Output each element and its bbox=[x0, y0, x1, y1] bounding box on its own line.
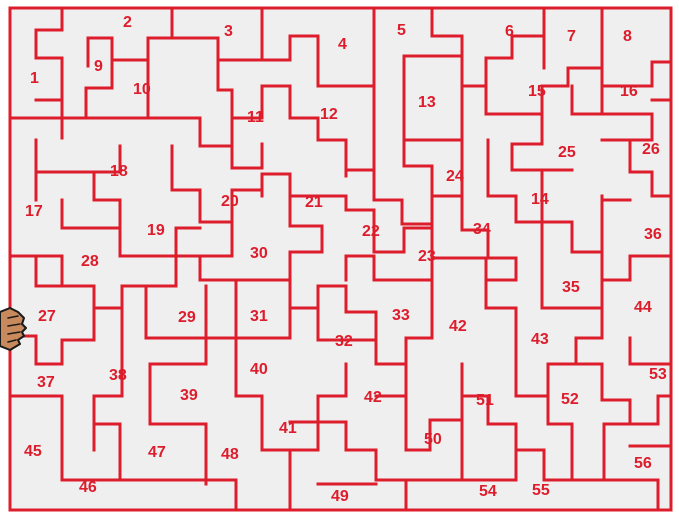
region-label-15[interactable]: 15 bbox=[528, 83, 546, 100]
region-label-23[interactable]: 23 bbox=[418, 248, 436, 265]
pointing-hand-icon bbox=[0, 306, 30, 352]
region-label-39[interactable]: 39 bbox=[180, 387, 198, 404]
region-label-2[interactable]: 2 bbox=[123, 14, 132, 31]
region-label-54[interactable]: 54 bbox=[479, 483, 497, 500]
region-label-29[interactable]: 29 bbox=[178, 309, 196, 326]
region-label-13[interactable]: 13 bbox=[418, 94, 436, 111]
region-label-9[interactable]: 9 bbox=[94, 58, 103, 75]
region-label-52[interactable]: 52 bbox=[561, 391, 579, 408]
region-label-24[interactable]: 24 bbox=[446, 168, 464, 185]
region-label-47[interactable]: 47 bbox=[148, 444, 166, 461]
region-label-31[interactable]: 31 bbox=[250, 308, 268, 325]
region-label-51[interactable]: 51 bbox=[476, 392, 494, 409]
region-label-22[interactable]: 22 bbox=[362, 223, 380, 240]
region-label-1[interactable]: 1 bbox=[30, 70, 39, 87]
region-label-42-upper[interactable]: 42 bbox=[449, 318, 467, 335]
region-label-34[interactable]: 34 bbox=[473, 221, 491, 238]
region-label-6[interactable]: 6 bbox=[505, 23, 514, 40]
region-label-18[interactable]: 18 bbox=[110, 163, 128, 180]
region-label-5[interactable]: 5 bbox=[397, 22, 406, 39]
region-label-27[interactable]: 27 bbox=[38, 308, 56, 325]
region-label-20[interactable]: 20 bbox=[221, 193, 239, 210]
region-label-38[interactable]: 38 bbox=[109, 367, 127, 384]
region-label-46[interactable]: 46 bbox=[79, 479, 97, 496]
region-label-12[interactable]: 12 bbox=[320, 106, 338, 123]
region-label-7[interactable]: 7 bbox=[567, 28, 576, 45]
region-label-49[interactable]: 49 bbox=[331, 488, 349, 505]
region-label-33[interactable]: 33 bbox=[392, 307, 410, 324]
region-label-45[interactable]: 45 bbox=[24, 443, 42, 460]
region-label-35[interactable]: 35 bbox=[562, 279, 580, 296]
region-label-4[interactable]: 4 bbox=[338, 36, 347, 53]
region-label-40[interactable]: 40 bbox=[250, 361, 268, 378]
region-label-17[interactable]: 17 bbox=[25, 203, 43, 220]
region-label-3[interactable]: 3 bbox=[224, 23, 233, 40]
region-label-26[interactable]: 26 bbox=[642, 141, 660, 158]
region-label-21[interactable]: 21 bbox=[305, 194, 323, 211]
region-label-14[interactable]: 14 bbox=[531, 191, 549, 208]
region-label-16[interactable]: 16 bbox=[620, 83, 638, 100]
region-label-10[interactable]: 10 bbox=[133, 81, 151, 98]
region-label-42-lower[interactable]: 42 bbox=[364, 389, 382, 406]
region-label-25[interactable]: 25 bbox=[558, 144, 576, 161]
region-label-36[interactable]: 36 bbox=[644, 226, 662, 243]
region-label-11[interactable]: 11 bbox=[247, 109, 264, 126]
region-label-8[interactable]: 8 bbox=[623, 28, 632, 45]
region-label-43[interactable]: 43 bbox=[531, 331, 549, 348]
region-label-19[interactable]: 19 bbox=[147, 222, 165, 239]
region-label-53[interactable]: 53 bbox=[649, 366, 667, 383]
region-label-50[interactable]: 50 bbox=[424, 431, 442, 448]
region-label-41[interactable]: 41 bbox=[279, 420, 297, 437]
region-label-56[interactable]: 56 bbox=[634, 455, 652, 472]
region-label-37[interactable]: 37 bbox=[37, 374, 55, 391]
region-label-28[interactable]: 28 bbox=[81, 253, 99, 270]
region-label-55[interactable]: 55 bbox=[532, 482, 550, 499]
region-label-32[interactable]: 32 bbox=[335, 333, 353, 350]
region-label-44[interactable]: 44 bbox=[634, 299, 652, 316]
region-label-48[interactable]: 48 bbox=[221, 446, 239, 463]
region-label-30[interactable]: 30 bbox=[250, 245, 268, 262]
